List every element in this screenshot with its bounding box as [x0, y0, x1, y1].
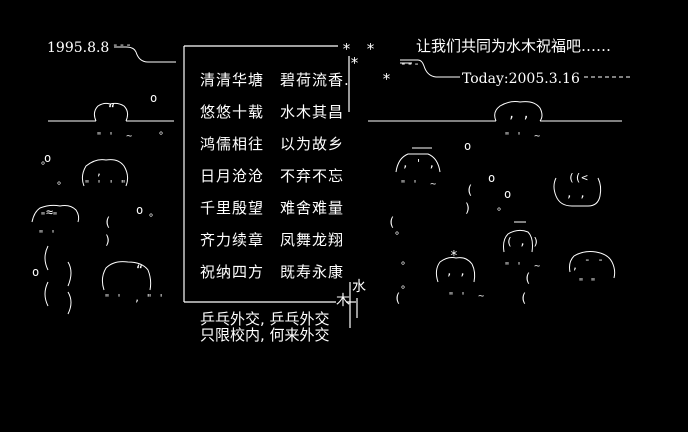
- creature-feet: " ' ~: [504, 261, 541, 272]
- creature-feet: " ': [38, 229, 57, 240]
- star-icon: *: [382, 70, 392, 88]
- creature-feet: " ": [578, 277, 597, 288]
- creature-face: “: [136, 263, 144, 277]
- paren-left: (: [524, 271, 532, 285]
- paren-right: ): [464, 201, 472, 215]
- poem-line: 碧荷流香.: [280, 71, 350, 89]
- poem-line: 悠悠十载: [200, 103, 265, 121]
- bubble-icon: °: [148, 213, 155, 224]
- date-left: 1995.8.8: [47, 40, 110, 56]
- poem-line: 水木其昌: [280, 103, 345, 121]
- paren-left: (: [104, 215, 112, 229]
- poem-right-column: 碧荷流香. 水木其昌 以为故乡 不弃不忘 难舍难量 凤舞龙翔 既寿永康: [280, 64, 350, 288]
- poem-line: 日月沧沧: [200, 167, 265, 185]
- creature-face: ( , ): [506, 235, 540, 248]
- bubble-icon: o: [488, 171, 496, 185]
- bubble-icon: o: [464, 139, 472, 153]
- signature-shui: 水: [352, 279, 366, 295]
- bubble-icon: o: [32, 265, 40, 279]
- creature-face: “: [108, 102, 116, 116]
- bubble-icon: °: [400, 261, 407, 272]
- bubble-icon: °: [400, 285, 407, 296]
- paren-left: (: [394, 291, 402, 305]
- creature-face: , ' ,: [402, 157, 436, 170]
- star-icon: *: [342, 40, 352, 58]
- dash-decoration: ---: [112, 38, 132, 51]
- footer-line-1: 乒乓外交, 乒乓外交: [200, 310, 330, 328]
- paren-left: (: [466, 183, 474, 197]
- creature-face: , ,: [446, 265, 466, 278]
- bubble-icon: °: [394, 231, 401, 242]
- star-icon: *: [450, 249, 458, 264]
- signature-mu: 木: [336, 293, 350, 309]
- creature-face: ≈: [46, 205, 54, 219]
- bubble-icon: °: [496, 207, 503, 218]
- poem-line: 凤舞龙翔: [280, 231, 345, 249]
- paren-right: ): [104, 233, 112, 247]
- creature-feet: " ' ~: [400, 179, 437, 190]
- blessing-text: 让我们共同为水木祝福吧……: [416, 37, 612, 55]
- bubble-icon: o: [150, 91, 158, 105]
- poem-line: 祝纳四方: [200, 263, 265, 281]
- creature-face: ,: [572, 261, 579, 272]
- creature-feet: " ' ~: [448, 291, 485, 302]
- creature-face: ((<: [568, 171, 588, 184]
- creature-feet: °: [158, 131, 165, 142]
- paren-left: (: [388, 215, 396, 229]
- creature-face: - -: [584, 253, 604, 266]
- bubble-icon: °: [56, 181, 63, 192]
- poem-line: 千里殷望: [200, 199, 265, 217]
- today-date: Today:2005.3.16: [462, 71, 580, 87]
- bubble-icon: o: [504, 187, 512, 201]
- poem-line: 难舍难量: [280, 199, 345, 217]
- creature-feet: " ' ~: [96, 131, 133, 142]
- bubble-icon: o: [136, 203, 144, 217]
- poem-line: 不弃不忘: [280, 167, 345, 185]
- star-icon: *: [350, 54, 360, 72]
- bubble-icon: o: [44, 151, 52, 165]
- creature-feet: " ' ' ": [84, 179, 127, 190]
- creature-face: ,: [96, 167, 103, 178]
- poem-line: 齐力续章: [200, 231, 265, 249]
- creature-face: , ,: [566, 187, 586, 200]
- poem-line: 清清华塘: [200, 71, 265, 89]
- poem-line: 以为故乡: [280, 135, 345, 153]
- bubble-icon: °: [40, 161, 47, 172]
- star-icon: *: [366, 40, 376, 58]
- creature-face: " ": [40, 211, 59, 222]
- poem-line: 鸿儒相往: [200, 135, 265, 153]
- creature-feet: " ' ~: [504, 131, 541, 142]
- poem-left-column: 清清华塘 悠悠十载 鸿儒相往 日月沧沧 千里殷望 齐力续章 祝纳四方: [200, 64, 264, 288]
- creature-face: , ,: [508, 107, 530, 121]
- creature-feet: " ' , " ': [104, 293, 165, 304]
- footer-line-2: 只限校内, 何来外交: [200, 326, 330, 344]
- dash-decoration: ---: [400, 57, 420, 70]
- paren-left: (: [520, 291, 528, 305]
- poem-line: 既寿永康: [280, 263, 345, 281]
